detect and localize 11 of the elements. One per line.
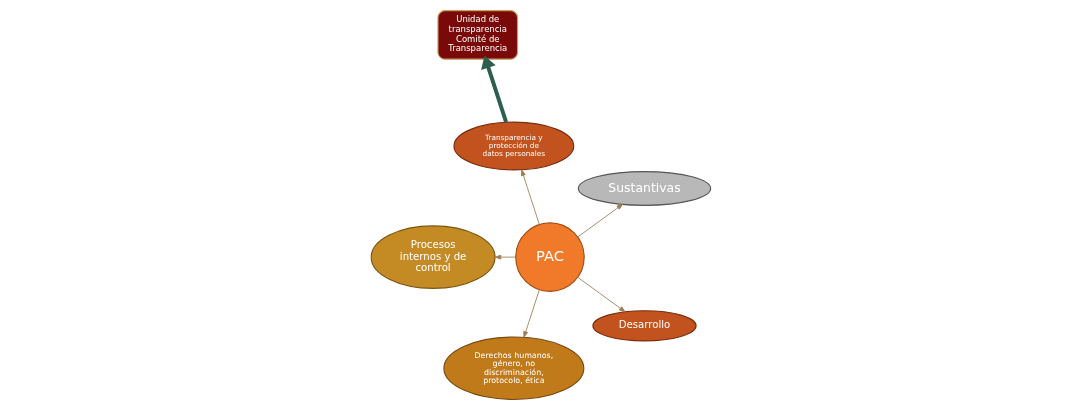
arrow [480, 55, 508, 123]
arrow [494, 254, 516, 260]
arrow [576, 276, 625, 313]
arrow [522, 289, 540, 338]
node-ellipse: Procesos internos y de control [370, 225, 496, 289]
arrow [520, 169, 540, 225]
arrow [576, 203, 623, 238]
node-ellipse: Sustantivas [577, 171, 711, 206]
node-ellipse: Desarrollo [591, 310, 697, 342]
node-circle: PAC [514, 222, 585, 292]
node-box: Unidad de transparencia Comité de Transparencia [436, 10, 518, 60]
